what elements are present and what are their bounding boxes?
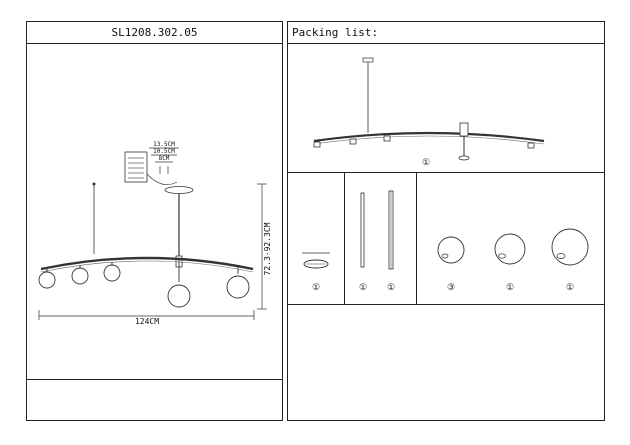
canopy-dim-2: 10.5CM [153, 148, 175, 155]
small-globe-part: ③ [437, 236, 465, 293]
wire-qty: ① [387, 283, 395, 293]
fixture-qty: ① [422, 158, 430, 168]
spec-panel: SL1208.302.05 13.5CM 10.5CM 8CM [26, 21, 283, 421]
spec-footer-divider [27, 379, 282, 380]
globe-3 [103, 264, 121, 282]
large-globe-part: ① [551, 228, 589, 293]
medium-globe-qty: ① [506, 283, 514, 293]
canopy-qty: ① [312, 283, 320, 293]
ceiling-canopy [164, 186, 194, 194]
parts-divider-2 [416, 172, 417, 304]
canopy-dim-3: 8CM [159, 155, 170, 162]
rod-part: ① [359, 192, 367, 293]
packing-arched-bar [313, 131, 545, 143]
packing-list-title: Packing list: [288, 22, 604, 44]
globe-1 [38, 271, 56, 289]
packing-parts-drawing: ① ① ① ③ ① ① [302, 190, 589, 293]
wire-part: ① [387, 190, 395, 293]
canopy-part: ① [302, 252, 330, 293]
canopy-dim-1: 13.5CM [153, 141, 175, 148]
canopy-dimension-block: 13.5CM 10.5CM 8CM [124, 141, 179, 185]
arched-bar [40, 256, 254, 271]
packing-fixture-drawing: ① [313, 57, 545, 168]
globe-2 [71, 267, 89, 285]
fixture-section-divider [288, 172, 604, 173]
width-dimension [38, 310, 255, 320]
fixture-dimension-drawing: 13.5CM 10.5CM 8CM [38, 141, 272, 326]
medium-globe-part: ① [494, 233, 526, 293]
parts-divider-1 [344, 172, 345, 304]
small-globe-qty: ③ [447, 283, 455, 293]
product-code-title: SL1208.302.05 [27, 22, 282, 44]
width-label: 124CM [135, 317, 159, 326]
rod-qty: ① [359, 283, 367, 293]
large-globe-qty: ① [566, 283, 574, 293]
parts-footer-divider [288, 304, 604, 305]
globe-5 [226, 275, 250, 299]
packing-list-panel: Packing list: ① ① ① [287, 21, 605, 421]
height-dimension [257, 183, 267, 310]
height-label: 72.3-92.3CM [263, 222, 272, 275]
globe-4 [167, 284, 191, 308]
